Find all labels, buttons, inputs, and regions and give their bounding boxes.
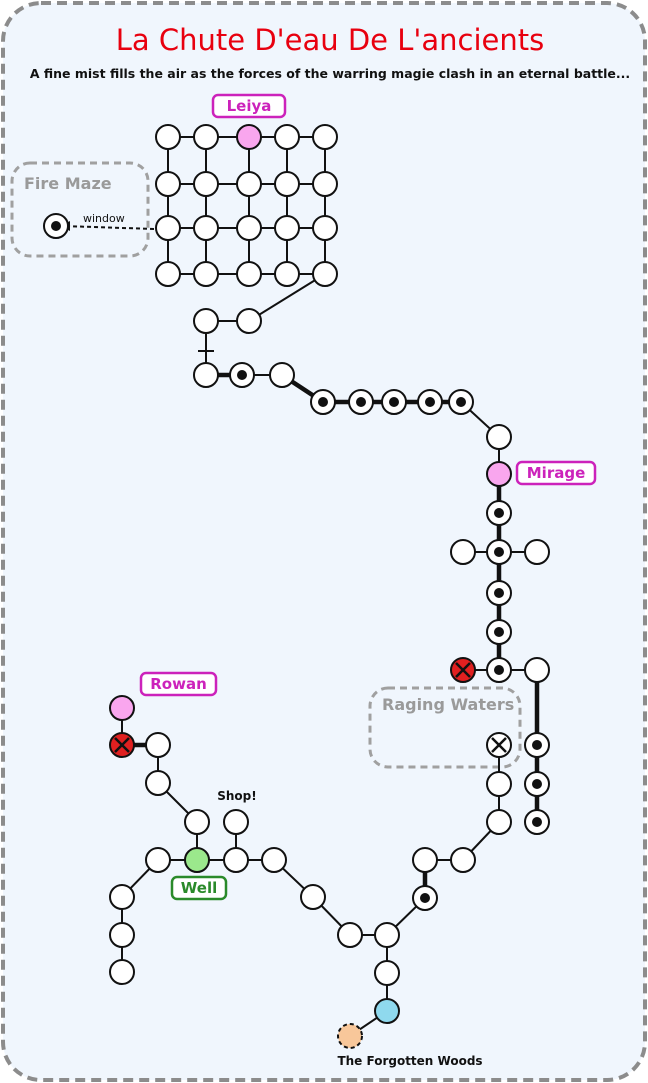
map-room[interactable]	[155, 124, 181, 150]
window-link	[62, 225, 155, 230]
well-room[interactable]	[184, 847, 210, 873]
map-room[interactable]	[145, 770, 171, 796]
map-room[interactable]	[274, 171, 300, 197]
map-room[interactable]	[155, 261, 181, 287]
key-dot-icon	[494, 588, 504, 598]
map-room[interactable]	[337, 922, 363, 948]
map-room[interactable]	[193, 308, 219, 334]
npc-name-leiya: Leiya	[227, 97, 272, 115]
map-room[interactable]	[236, 308, 262, 334]
map-room[interactable]	[109, 695, 135, 721]
npc-name-rowan: Rowan	[150, 675, 207, 693]
cross-icon	[455, 662, 471, 678]
map-rooms	[43, 124, 550, 1049]
map-room[interactable]	[274, 261, 300, 287]
key-dot-icon	[494, 665, 504, 675]
key-dot-icon	[494, 547, 504, 557]
map-room[interactable]	[109, 959, 135, 985]
key-dot-icon	[494, 627, 504, 637]
map-room[interactable]	[236, 124, 262, 150]
map-room[interactable]	[193, 171, 219, 197]
shop-label: Shop!	[217, 789, 257, 803]
map-room[interactable]	[193, 215, 219, 241]
npc-tag-mirage	[515, 460, 597, 486]
map-room[interactable]	[193, 124, 219, 150]
map-room[interactable]	[374, 960, 400, 986]
map-room[interactable]	[274, 215, 300, 241]
npc-name-mirage: Mirage	[527, 464, 586, 482]
map-room[interactable]	[223, 847, 249, 873]
key-dot-icon	[532, 779, 542, 789]
key-dot-icon	[51, 221, 61, 231]
map-room[interactable]	[155, 215, 181, 241]
map-room[interactable]	[374, 922, 400, 948]
map-room[interactable]	[145, 847, 171, 873]
map-room[interactable]	[274, 124, 300, 150]
key-dot-icon	[425, 397, 435, 407]
raging-waters-label: Raging Waters	[382, 695, 514, 714]
key-dot-icon	[532, 817, 542, 827]
shop-room[interactable]	[223, 809, 249, 835]
map-room[interactable]	[184, 809, 210, 835]
map-room[interactable]	[109, 884, 135, 910]
key-dot-icon	[494, 508, 504, 518]
npc-name-well: Well	[181, 879, 217, 897]
map-room[interactable]	[486, 809, 512, 835]
window-label: window	[83, 212, 125, 225]
map-room[interactable]	[312, 215, 338, 241]
map-room[interactable]	[300, 884, 326, 910]
key-dot-icon	[237, 370, 247, 380]
key-dot-icon	[318, 397, 328, 407]
map-room[interactable]	[486, 771, 512, 797]
map-room[interactable]	[269, 362, 295, 388]
map-room[interactable]	[261, 847, 287, 873]
cross-icon	[114, 737, 130, 753]
map-room[interactable]	[109, 922, 135, 948]
map-room[interactable]	[450, 847, 476, 873]
map-room[interactable]	[486, 461, 512, 487]
map-room[interactable]	[193, 362, 219, 388]
map-subtitle: A fine mist fills the air as the forces …	[30, 66, 630, 81]
map-room[interactable]	[312, 124, 338, 150]
map-room[interactable]	[312, 171, 338, 197]
forgotten-woods-exit[interactable]	[337, 1023, 363, 1049]
fire-maze-area	[10, 161, 150, 258]
npc-tag-well	[170, 875, 228, 901]
map-room[interactable]	[145, 732, 171, 758]
map-room[interactable]	[312, 261, 338, 287]
key-dot-icon	[456, 397, 466, 407]
fire-maze-label: Fire Maze	[24, 174, 112, 193]
map-room[interactable]	[193, 261, 219, 287]
map-room[interactable]	[236, 171, 262, 197]
map-room[interactable]	[524, 539, 550, 565]
map-room[interactable]	[486, 424, 512, 450]
forgotten-woods-label: The Forgotten Woods	[337, 1054, 482, 1068]
key-dot-icon	[532, 740, 542, 750]
key-dot-icon	[420, 893, 430, 903]
map-room[interactable]	[236, 215, 262, 241]
raging-waters-area	[368, 686, 522, 769]
cross-icon	[491, 737, 507, 753]
map-room[interactable]	[236, 261, 262, 287]
npc-tag-rowan	[139, 671, 218, 697]
map-room[interactable]	[450, 539, 476, 565]
key-dot-icon	[356, 397, 366, 407]
exit-room[interactable]	[374, 998, 400, 1024]
map-room[interactable]	[524, 657, 550, 683]
key-dot-icon	[389, 397, 399, 407]
map-room[interactable]	[155, 171, 181, 197]
map-room[interactable]	[412, 847, 438, 873]
map-title: La Chute D'eau De L'ancients	[116, 23, 544, 57]
npc-tag-leiya	[211, 93, 287, 119]
path-segment	[248, 273, 326, 322]
